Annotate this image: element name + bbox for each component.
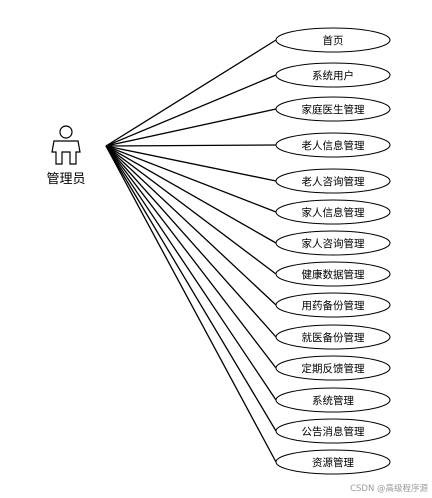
association-line	[105, 145, 277, 338]
use-case: 资源管理	[275, 449, 391, 475]
use-case-ellipse	[275, 324, 391, 350]
association-line	[105, 39, 277, 147]
association-line	[105, 145, 277, 182]
use-case-ellipse	[275, 62, 391, 88]
use-case: 老人信息管理	[275, 132, 391, 158]
use-case-label: 系统用户	[312, 69, 354, 82]
use-case-label: 用药备份管理	[302, 299, 365, 312]
association-line	[105, 144, 277, 147]
use-case-ellipse	[275, 261, 391, 287]
association-lines	[105, 39, 277, 463]
use-case-label: 健康数据管理	[302, 268, 365, 281]
use-case-label: 老人信息管理	[302, 139, 365, 152]
use-case-ellipse	[275, 132, 391, 158]
use-case-label: 家庭医生管理	[302, 103, 365, 116]
use-case-ellipse	[275, 292, 391, 318]
use-case: 老人咨询管理	[275, 168, 391, 194]
association-line	[105, 145, 277, 244]
use-case: 定期反馈管理	[275, 355, 391, 381]
use-case: 就医备份管理	[275, 324, 391, 350]
use-case-label: 家人信息管理	[302, 206, 365, 219]
use-case: 首页	[275, 27, 391, 53]
use-case-ellipse	[275, 27, 391, 53]
association-line	[105, 145, 277, 306]
use-case: 系统管理	[275, 387, 391, 413]
use-case: 健康数据管理	[275, 261, 391, 287]
association-line	[105, 145, 277, 432]
watermark: CSDN @高级程序源	[350, 484, 428, 494]
actor-label: 管理员	[46, 172, 85, 187]
use-case: 系统用户	[275, 62, 391, 88]
use-case-label: 就医备份管理	[302, 331, 365, 344]
association-line	[105, 108, 277, 147]
use-case: 家庭医生管理	[275, 96, 391, 122]
association-line	[105, 145, 277, 275]
use-case: 家人咨询管理	[275, 230, 391, 256]
use-case-label: 公告消息管理	[302, 425, 365, 438]
actor: 管理员	[46, 125, 86, 187]
use-case-ellipse	[275, 449, 391, 475]
use-case-list: 首页系统用户家庭医生管理老人信息管理老人咨询管理家人信息管理家人咨询管理健康数据…	[275, 27, 391, 475]
person-icon	[51, 125, 81, 165]
use-case: 用药备份管理	[275, 292, 391, 318]
association-line	[105, 145, 277, 463]
use-case-ellipse	[275, 96, 391, 122]
association-line	[105, 145, 277, 401]
association-line	[105, 74, 277, 147]
use-case-label: 定期反馈管理	[302, 362, 365, 375]
use-case-label: 资源管理	[312, 456, 354, 469]
use-case-label: 首页	[323, 34, 344, 47]
use-case-ellipse	[275, 418, 391, 444]
association-line	[105, 145, 277, 369]
use-case-ellipse	[275, 168, 391, 194]
use-case: 家人信息管理	[275, 199, 391, 225]
use-case-ellipse	[275, 230, 391, 256]
use-case-ellipse	[275, 199, 391, 225]
use-case-label: 系统管理	[312, 394, 354, 407]
use-case-label: 老人咨询管理	[302, 175, 365, 188]
use-case-label: 家人咨询管理	[302, 237, 365, 250]
association-line	[105, 145, 277, 213]
use-case: 公告消息管理	[275, 418, 391, 444]
use-case-ellipse	[275, 355, 391, 381]
use-case-ellipse	[275, 387, 391, 413]
